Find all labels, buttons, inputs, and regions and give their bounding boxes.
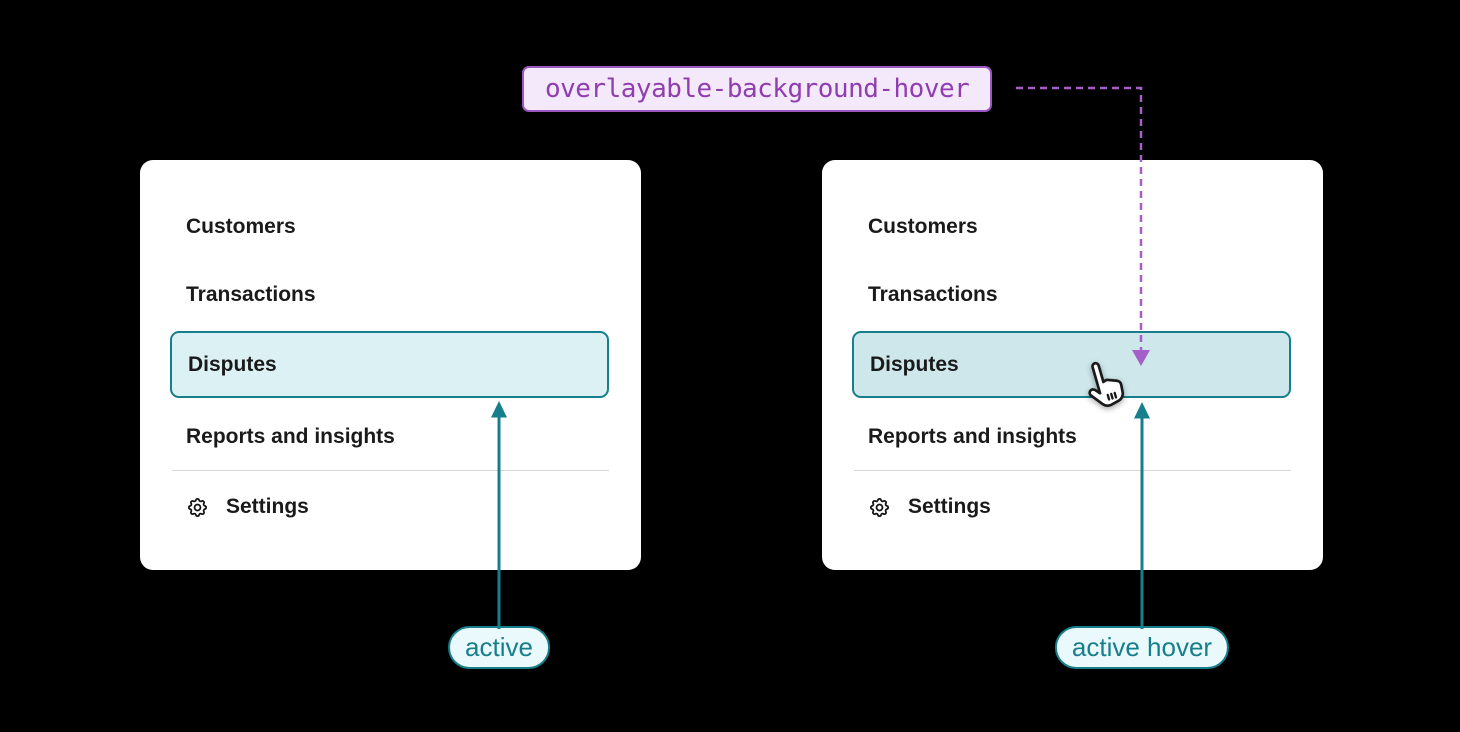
gear-icon bbox=[868, 496, 891, 519]
menu-item-settings-label: Settings bbox=[226, 495, 309, 518]
menu-divider bbox=[854, 470, 1291, 471]
active-hover-state-callout-pill: active hover bbox=[1054, 626, 1230, 669]
hand-pointer-cursor-icon bbox=[1082, 360, 1126, 417]
menu-item-transactions[interactable]: Transactions bbox=[186, 283, 316, 306]
menu-item-customers[interactable]: Customers bbox=[186, 215, 296, 238]
active-state-callout-pill: active bbox=[448, 626, 550, 669]
gear-icon bbox=[186, 496, 209, 519]
menu-item-disputes-label: Disputes bbox=[188, 352, 277, 376]
menu-item-customers[interactable]: Customers bbox=[868, 215, 978, 238]
menu-item-settings[interactable]: Settings bbox=[186, 493, 309, 521]
menu-item-transactions[interactable]: Transactions bbox=[868, 283, 998, 306]
menu-item-settings[interactable]: Settings bbox=[868, 493, 991, 521]
menu-divider bbox=[172, 470, 609, 471]
token-annotation-label: overlayable-background-hover bbox=[522, 66, 993, 112]
menu-card-active: Customers Transactions Disputes Reports … bbox=[140, 160, 641, 570]
menu-card-active-hover: Customers Transactions Disputes Reports … bbox=[822, 160, 1323, 570]
menu-item-reports-and-insights[interactable]: Reports and insights bbox=[186, 425, 395, 448]
menu-item-reports-and-insights[interactable]: Reports and insights bbox=[868, 425, 1077, 448]
menu-item-settings-label: Settings bbox=[908, 495, 991, 518]
menu-item-disputes-label: Disputes bbox=[870, 352, 959, 376]
menu-item-disputes-active-hover[interactable]: Disputes bbox=[852, 331, 1291, 398]
menu-item-disputes-active[interactable]: Disputes bbox=[170, 331, 609, 398]
